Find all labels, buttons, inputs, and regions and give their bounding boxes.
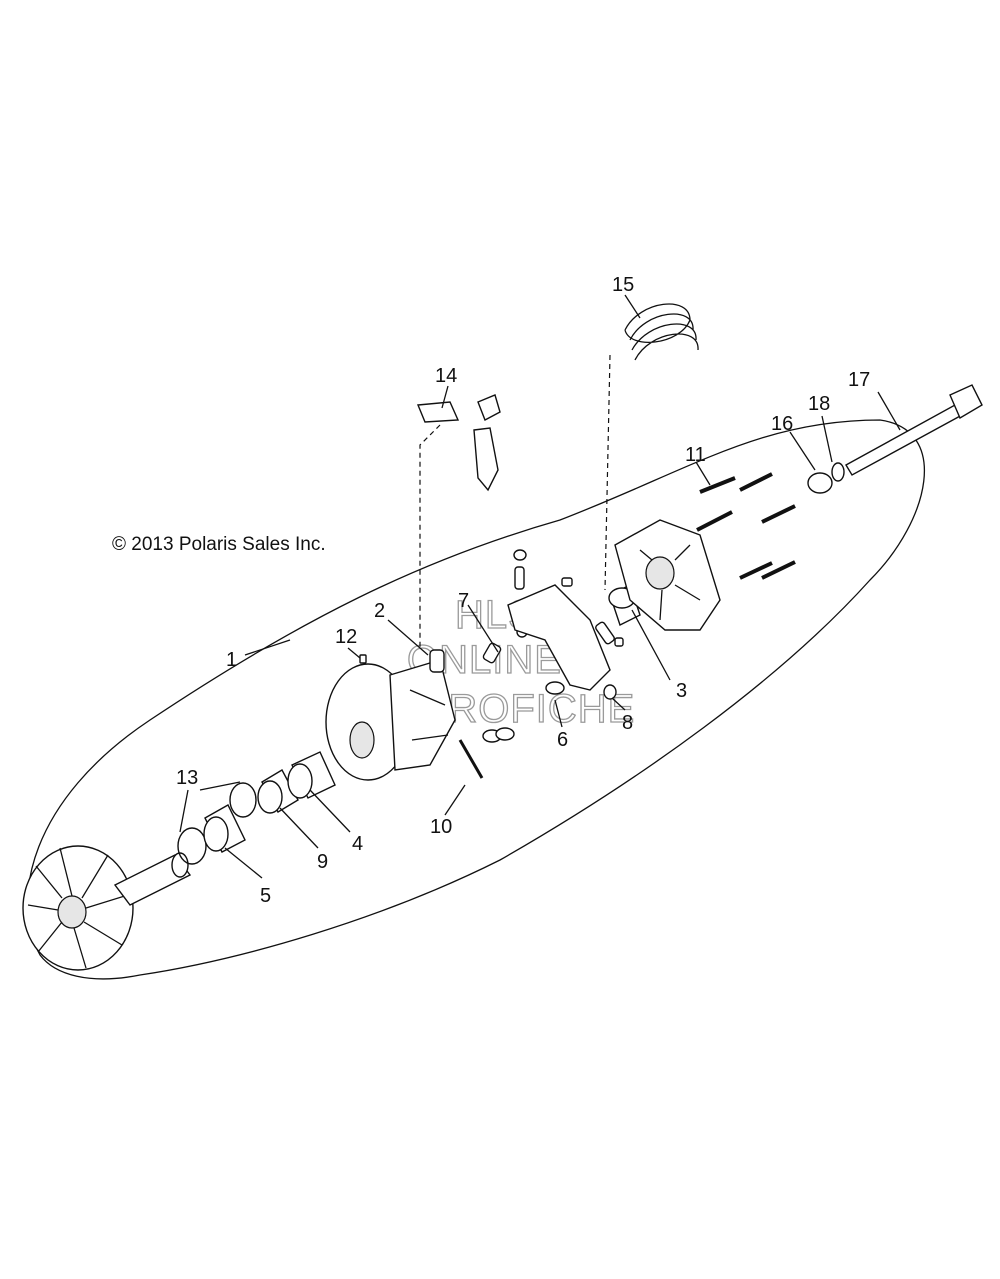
- leader-lines: [179, 294, 901, 879]
- washer-16: [807, 472, 833, 494]
- callout-2: 2: [374, 600, 385, 622]
- callout-18: 18: [808, 393, 830, 415]
- seal-ring-13a: [177, 827, 207, 865]
- callout-12: 12: [335, 626, 357, 648]
- spider-arm: [507, 584, 611, 691]
- callout-13: 13: [176, 767, 198, 789]
- callout-6: 6: [557, 729, 568, 751]
- callout-1: 1: [226, 649, 237, 671]
- callout-10: 10: [430, 816, 452, 838]
- clutch-cover: [614, 519, 721, 631]
- alignment-line-weights: [419, 424, 441, 650]
- callout-11: 11: [685, 444, 706, 466]
- bolt-17: [845, 384, 983, 476]
- pin-10: [458, 739, 484, 779]
- copyright-text: © 2013 Polaris Sales Inc.: [112, 534, 326, 555]
- weights-14: [416, 394, 501, 492]
- callout-14: 14: [435, 365, 457, 387]
- bushing-4: [287, 751, 336, 799]
- callout-7: 7: [458, 590, 469, 612]
- bushing-9: [257, 769, 299, 814]
- assembly-outline: [26, 419, 926, 980]
- callout-17: 17: [848, 369, 870, 391]
- callout-4: 4: [352, 833, 363, 855]
- callout-8: 8: [622, 712, 633, 734]
- roller-parts: [359, 549, 624, 743]
- bolts-11: [696, 472, 796, 580]
- callout-9: 9: [317, 851, 328, 873]
- moveable-sheave: [325, 659, 456, 781]
- fixed-sheave: [22, 845, 192, 971]
- callout-labels: 1 2 3 4 5 6 7 8 9 10 11 12 13 14 15 16 1…: [176, 274, 870, 907]
- callout-5: 5: [260, 885, 271, 907]
- spring-15: [624, 303, 699, 361]
- alignment-line-spring: [604, 354, 611, 591]
- callout-15: 15: [612, 274, 634, 296]
- seal-ring-13b: [229, 782, 257, 818]
- washer-18: [831, 462, 845, 482]
- callout-16: 16: [771, 413, 793, 435]
- bushing-5: [203, 804, 246, 853]
- callout-3: 3: [676, 680, 687, 702]
